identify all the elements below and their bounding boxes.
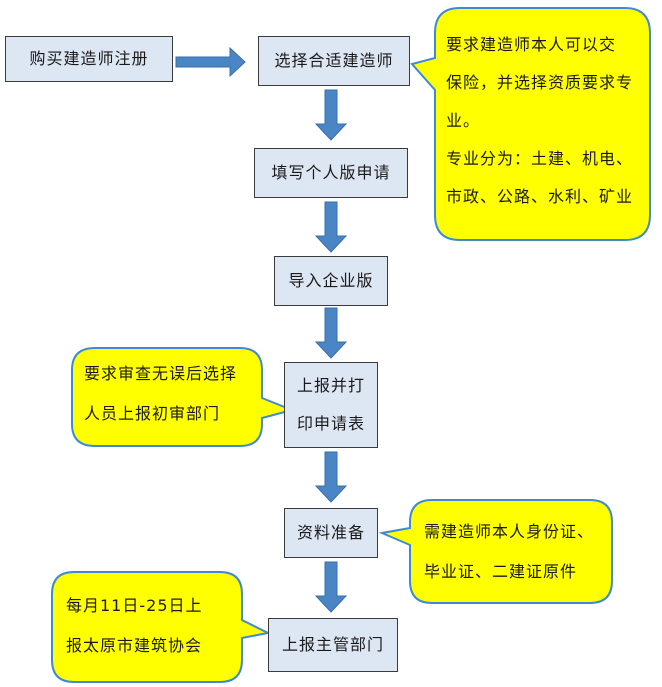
step-label: 购买建造师注册: [29, 49, 149, 68]
step-label: 资料准备: [296, 523, 365, 542]
callout-line: 报太原市建筑协会: [66, 636, 203, 655]
step-buy-registration: 购买建造师注册: [5, 36, 173, 82]
callout-line: 需建造师本人身份证、: [424, 522, 595, 541]
arrow-right-1: [175, 46, 246, 78]
step-label-line1: 上报并打: [296, 376, 365, 395]
callout-line: 人员上报初审部门: [84, 404, 221, 423]
step-fill-personal-application: 填写个人版申请: [254, 148, 408, 198]
arrow-down-1: [314, 89, 348, 141]
arrow-down-5: [314, 561, 348, 613]
step-label: 填写个人版申请: [271, 163, 391, 182]
callout-line: 每月11日-25日上: [66, 596, 203, 615]
callout-line: 要求审查无误后选择: [84, 364, 238, 383]
callout-line: 专业分为：土建、机电、: [446, 149, 634, 168]
arrow-down-2: [314, 201, 348, 253]
callout-insurance-text: 要求建造师本人可以交 保险，并选择资质要求专 业。 专业分为：土建、机电、 市政…: [446, 26, 646, 216]
step-import-enterprise: 导入企业版: [274, 256, 388, 306]
arrow-down-3: [314, 307, 348, 359]
step-select-constructor: 选择合适建造师: [258, 36, 410, 86]
callout-schedule-text: 每月11日-25日上 报太原市建筑协会: [66, 586, 238, 666]
callout-3-shape: [378, 499, 613, 604]
step-report-authority: 上报主管部门: [268, 618, 398, 672]
step-label: 上报主管部门: [281, 635, 384, 654]
callout-line: 毕业证、二建证原件: [424, 562, 578, 581]
callout-line: 保险，并选择资质要求专: [446, 73, 634, 92]
callout-line: 业。: [446, 111, 481, 130]
callout-documents-text: 需建造师本人身份证、 毕业证、二建证原件: [424, 512, 610, 592]
callout-1-shape: [410, 7, 651, 241]
callout-4-shape: [51, 571, 272, 683]
step-prepare-materials: 资料准备: [284, 508, 378, 558]
step-report-and-print: 上报并打 印申请表: [284, 362, 378, 448]
callout-line: 要求建造师本人可以交: [446, 35, 617, 54]
callout-2-shape: [71, 347, 296, 447]
step-label: 导入企业版: [288, 271, 374, 290]
arrow-down-4: [314, 451, 348, 503]
callout-review-text: 要求审查无误后选择 人员上报初审部门: [84, 354, 259, 434]
step-label-line2: 印申请表: [296, 414, 365, 433]
step-label: 选择合适建造师: [274, 51, 394, 70]
callout-line: 市政、公路、水利、矿业: [446, 187, 634, 206]
